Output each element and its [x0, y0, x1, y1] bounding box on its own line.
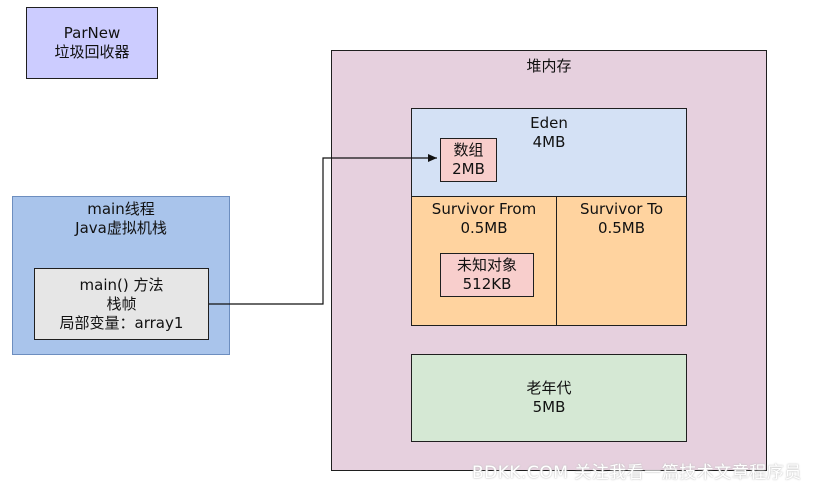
main-stack-frame: main() 方法 栈帧 局部变量：array1 — [34, 268, 209, 340]
survivor-to-size: 0.5MB — [597, 219, 646, 237]
old-gen-name: 老年代 — [526, 379, 572, 397]
eden-name: Eden — [530, 114, 568, 132]
unknown-name: 未知对象 — [456, 256, 517, 274]
frame-label: 栈帧 — [106, 294, 137, 313]
unknown-object: 未知对象 512KB — [440, 253, 534, 297]
eden-size: 4MB — [532, 133, 566, 151]
frame-local-var: 局部变量：array1 — [59, 313, 184, 332]
watermark-text: BDKK.COM 关注我看一篇技术文章程序员 — [472, 463, 802, 483]
gc-type: 垃圾回收器 — [54, 43, 130, 61]
parnew-gc-box: ParNew 垃圾回收器 — [26, 7, 158, 79]
old-generation: 老年代 5MB — [411, 354, 687, 442]
survivor-to-space: Survivor To 0.5MB — [556, 196, 687, 326]
array-object: 数组 2MB — [440, 138, 497, 182]
gc-name: ParNew — [63, 24, 121, 42]
stack-type: Java虚拟机栈 — [75, 219, 167, 237]
frame-method: main() 方法 — [79, 275, 164, 294]
heap-title: 堆内存 — [526, 57, 572, 75]
survivor-from-size: 0.5MB — [460, 219, 508, 237]
array-name: 数组 — [453, 141, 484, 159]
thread-name: main线程 — [87, 200, 155, 218]
survivor-to-name: Survivor To — [579, 200, 664, 218]
old-gen-size: 5MB — [532, 398, 566, 416]
array-size: 2MB — [452, 160, 485, 178]
unknown-size: 512KB — [462, 275, 512, 293]
survivor-from-name: Survivor From — [431, 200, 537, 218]
